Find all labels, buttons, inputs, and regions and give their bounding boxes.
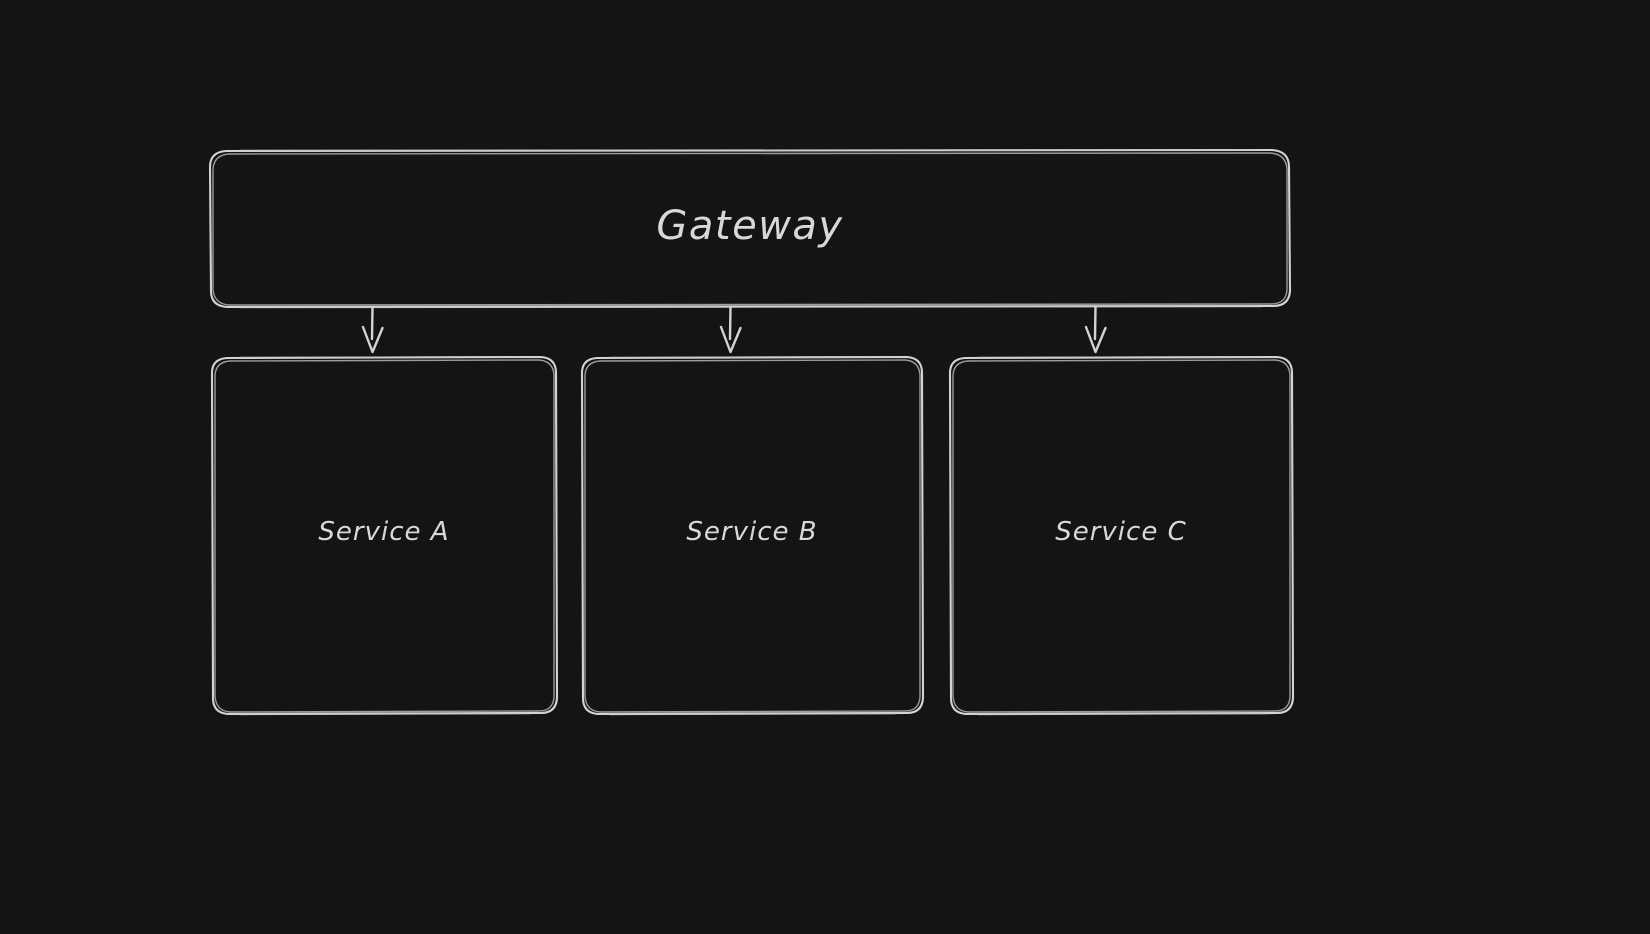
node-service-c-shape[interactable] <box>948 355 1295 716</box>
node-service-a-shape[interactable] <box>210 355 559 716</box>
node-gateway-shape[interactable] <box>208 148 1292 309</box>
connector-gateway-to-service-a[interactable] <box>361 305 384 354</box>
node-service-b-shape[interactable] <box>580 355 925 716</box>
connector-gateway-to-service-c[interactable] <box>1084 305 1107 354</box>
connector-gateway-to-service-b[interactable] <box>719 305 742 354</box>
